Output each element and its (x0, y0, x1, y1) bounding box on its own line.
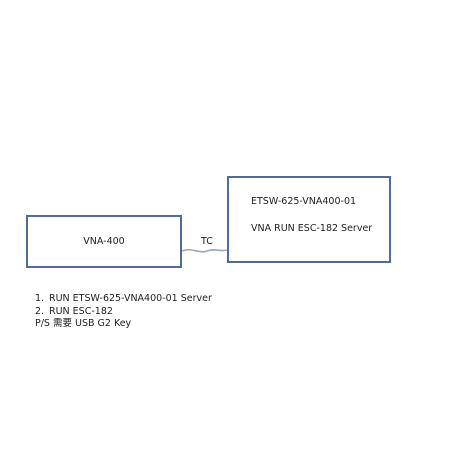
note-text: RUN ETSW-625-VNA400-01 Server (49, 293, 212, 304)
server-subtitle: VNA RUN ESC-182 Server (251, 223, 373, 234)
server-title: ETSW-625-VNA400-01 (251, 196, 357, 207)
tc-label: TC (201, 236, 213, 247)
note-number: 2. (35, 305, 45, 317)
note-item: 1. RUN ETSW-625-VNA400-01 Server (35, 293, 212, 306)
notes-list: 1. RUN ETSW-625-VNA400-01 Server 2. RUN ES… (35, 293, 212, 331)
server-box: ETSW-625-VNA400-01 VNA RUN ESC-182 Serve… (227, 176, 391, 263)
vna-400-label: VNA-400 (83, 236, 125, 247)
ps-note: P/S 需要 USB G2 Key (35, 318, 132, 329)
note-text: RUN ESC-182 (49, 305, 113, 317)
note-number: 1. (35, 293, 45, 304)
tc-link-path (181, 248, 228, 253)
vna-400-box: VNA-400 (26, 215, 182, 268)
note-item: 2. RUN ESC-182 (35, 306, 212, 319)
